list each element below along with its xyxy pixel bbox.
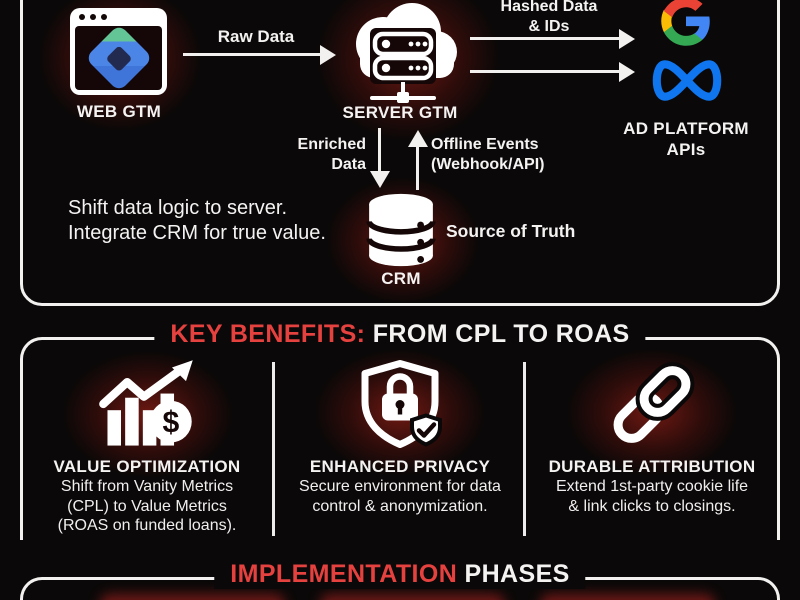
arrow-hashed-google: [470, 28, 635, 49]
svg-text:$: $: [163, 406, 180, 439]
growth-chart-dollar-icon: $: [99, 360, 193, 446]
raw-data-label: Raw Data: [217, 27, 295, 46]
google-g-icon: [661, 0, 710, 46]
benefit-text-line: Secure environment for data: [299, 478, 501, 495]
implementation-heading: IMPLEMENTATION PHASES: [214, 560, 586, 589]
web-gtm-label: WEB GTM: [76, 102, 162, 121]
phase-box-preview: [100, 594, 285, 600]
key-benefits-panel: KEY BENEFITS: FROM CPL TO ROAS: [20, 320, 780, 540]
database-icon: [366, 193, 436, 267]
server-gtm-label: SERVER GTM: [342, 103, 458, 122]
benefit-text-line: control & anonymization.: [312, 497, 488, 515]
benefit-durable-attribution: DURABLE ATTRIBUTION Extend 1st-party coo…: [526, 356, 778, 516]
ad-platform-label: AD PLATFORM APIs: [623, 119, 749, 159]
key-benefits-heading-accent: KEY BENEFITS:: [170, 320, 366, 348]
flow-diagram-panel: [20, 0, 780, 306]
gtm-diamond-icon: [84, 24, 153, 92]
key-benefits-heading: KEY BENEFITS: FROM CPL TO ROAS: [154, 320, 646, 349]
flow-note: Shift data logic to server. Integrate CR…: [68, 197, 326, 244]
benefit-divider-1: [272, 362, 275, 536]
benefit-text-line: Shift from Vanity Metrics: [60, 478, 234, 495]
shield-lock-icon: [361, 360, 442, 448]
benefit-text-line: (CPL) to Value Metrics: [67, 497, 227, 515]
benefit-title: DURABLE ATTRIBUTION: [548, 457, 756, 476]
benefit-text-line: & link clicks to closings.: [568, 497, 736, 515]
browser-dots-icon: [79, 14, 107, 20]
benefit-title: ENHANCED PRIVACY: [309, 457, 491, 476]
benefit-text-line: (ROAS on funded loans).: [57, 517, 237, 534]
arrow-offline-up: [407, 130, 428, 190]
benefit-enhanced-privacy: ENHANCED PRIVACY Secure environment for …: [274, 356, 526, 516]
crm-label: CRM: [381, 269, 421, 288]
benefit-title: VALUE OPTIMIZATION: [53, 457, 241, 476]
offline-events-label: Offline Events (Webhook/API): [431, 136, 545, 173]
browser-gtm-icon: [70, 8, 167, 95]
cloud-server-icon: [356, 3, 457, 103]
phase-box-preview: [540, 594, 715, 600]
benefit-divider-2: [523, 362, 526, 536]
meta-icon: [652, 60, 722, 101]
arrow-hashed-meta: [470, 61, 635, 82]
phase-box-preview: [320, 594, 505, 600]
chain-link-icon: [613, 362, 695, 443]
arrow-raw-data: [183, 44, 336, 65]
benefit-text-line: Extend 1st-party cookie life: [555, 478, 749, 495]
enriched-data-label: Enriched Data: [297, 136, 366, 173]
key-benefits-heading-rest: FROM CPL TO ROAS: [365, 320, 630, 348]
implementation-panel: IMPLEMENTATION PHASES: [20, 560, 780, 600]
implementation-heading-rest: PHASES: [457, 560, 570, 588]
hashed-data-label: Hashed Data & IDs: [500, 0, 598, 35]
arrow-enriched-down: [369, 128, 390, 188]
benefit-value-optimization: $ VALUE OPTIMIZATION Shift from Vanity M…: [21, 356, 273, 536]
source-of-truth-label: Source of Truth: [446, 221, 576, 241]
implementation-heading-accent: IMPLEMENTATION: [230, 560, 458, 588]
